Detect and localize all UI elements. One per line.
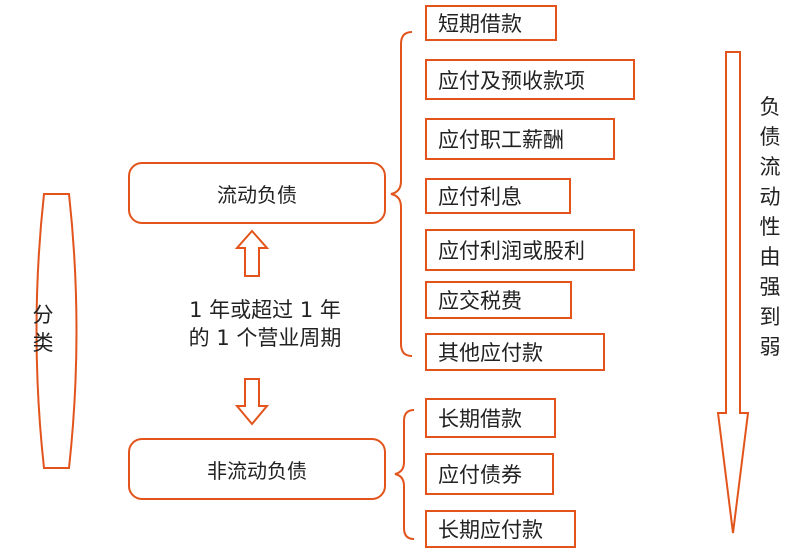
classification-shape bbox=[35, 193, 78, 469]
classification-label: 分 类 bbox=[32, 303, 54, 355]
criterion-line-1: 1 年或超过 1 年 bbox=[189, 298, 341, 322]
up-arrow-icon bbox=[234, 229, 270, 277]
current-item-employee-compensation: 应付职工薪酬 bbox=[425, 118, 615, 160]
noncurrent-item-bonds-payable: 应付债券 bbox=[425, 453, 554, 495]
current-liabilities-brace bbox=[390, 31, 413, 357]
down-arrow-icon bbox=[234, 378, 270, 426]
current-liabilities-box: 流动负债 bbox=[128, 162, 386, 224]
noncurrent-liabilities-label: 非流动负债 bbox=[207, 458, 307, 483]
noncurrent-liabilities-box: 非流动负债 bbox=[128, 438, 386, 500]
liquidity-order-arrow-icon bbox=[716, 51, 750, 534]
current-item-payables-and-advances: 应付及预收款项 bbox=[425, 59, 635, 100]
noncurrent-item-long-term-payables: 长期应付款 bbox=[425, 510, 576, 548]
criterion-line-2: 的 1 个营业周期 bbox=[188, 326, 342, 350]
current-item-short-term-loans: 短期借款 bbox=[425, 5, 557, 41]
current-item-taxes-payable: 应交税费 bbox=[425, 281, 572, 319]
current-item-other-payables: 其他应付款 bbox=[425, 333, 605, 371]
current-item-profits-dividends-payable: 应付利润或股利 bbox=[425, 229, 635, 271]
current-liabilities-label: 流动负债 bbox=[217, 182, 297, 207]
liquidity-order-label: 负债流动性由强到弱 bbox=[759, 95, 781, 359]
noncurrent-liabilities-brace bbox=[394, 409, 415, 540]
noncurrent-item-long-term-loans: 长期借款 bbox=[425, 398, 556, 438]
current-item-interest-payable: 应付利息 bbox=[425, 178, 571, 214]
classification-criterion: 1 年或超过 1 年 的 1 个营业周期 bbox=[145, 296, 385, 352]
